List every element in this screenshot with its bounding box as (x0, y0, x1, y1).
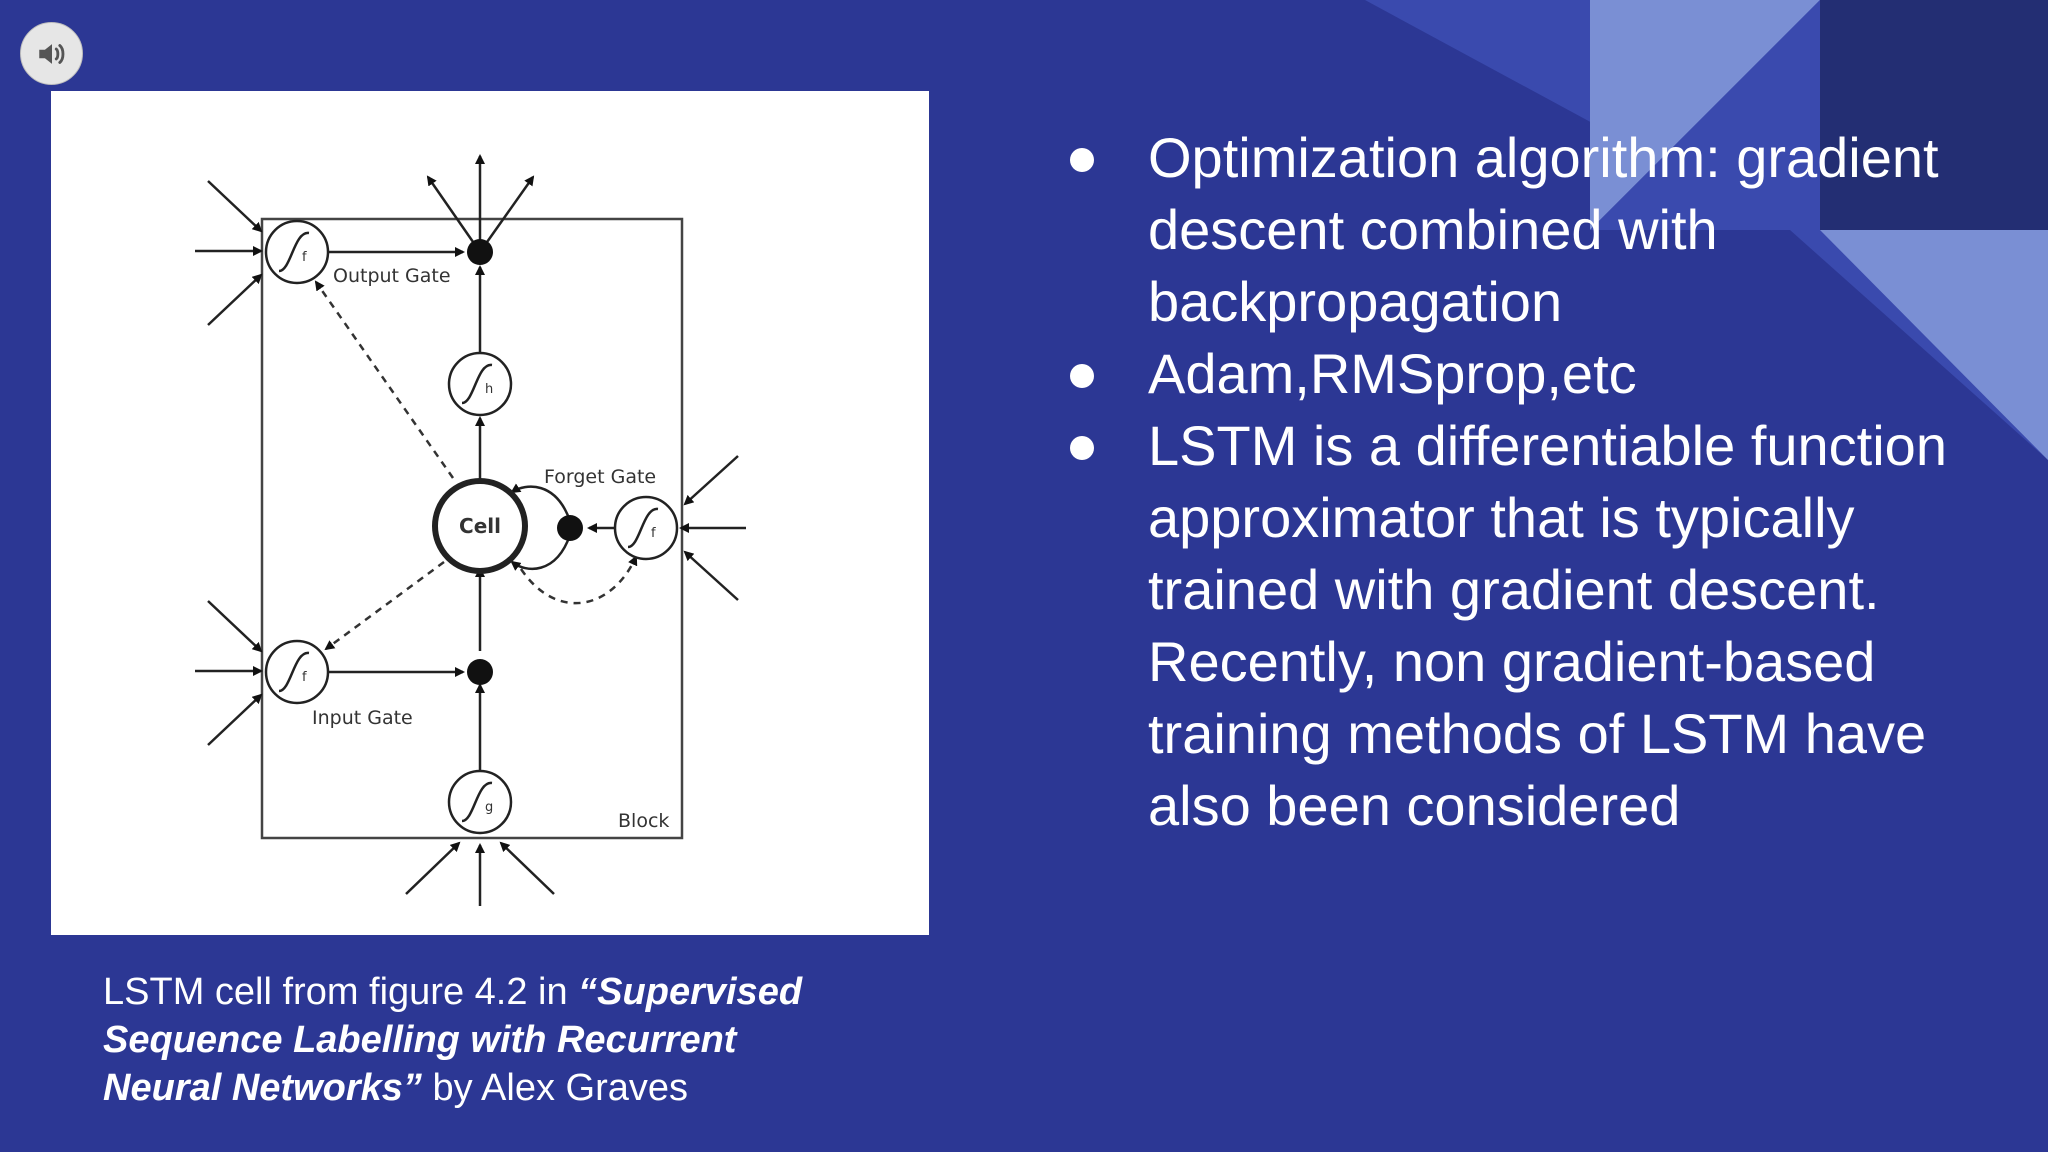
bullet-text: LSTM is a differentiable function approx… (1148, 414, 1947, 837)
f-forget-label: f (651, 526, 656, 541)
bullet-item: LSTM is a differentiable function approx… (1060, 410, 2020, 842)
bullet-text: Optimization algorithm: gradient descent… (1148, 126, 1939, 333)
input-product-dot (467, 659, 493, 685)
input-gate-node (264, 639, 330, 705)
figure-caption: LSTM cell from figure 4.2 in “Supervised… (103, 968, 863, 1112)
input-gate-label: Input Gate (312, 707, 413, 729)
cell-node (432, 478, 528, 574)
f-input-label: f (302, 670, 307, 685)
h-label: h (485, 382, 493, 397)
audio-button[interactable] (20, 22, 83, 85)
forget-gate-node (613, 495, 679, 561)
bullet-dot (1070, 436, 1094, 460)
bullet-dot (1070, 364, 1094, 388)
block-label: Block (618, 810, 669, 832)
lstm-diagram: f h f g f Output Gate Forget Gate Input … (51, 91, 929, 935)
bullet-list: Optimization algorithm: gradient descent… (1060, 122, 2020, 842)
forget-product-dot (557, 515, 583, 541)
g-squash-node (447, 769, 513, 835)
output-gate-label: Output Gate (333, 265, 451, 287)
g-label: g (485, 800, 493, 815)
f-output-label: f (302, 250, 307, 265)
h-squash-node (447, 351, 513, 417)
caption-prefix: LSTM cell from figure 4.2 in (103, 971, 579, 1013)
bullet-item: Adam,RMSprop,etc (1060, 338, 2020, 410)
forget-gate-label: Forget Gate (544, 466, 656, 488)
output-product-dot (467, 239, 493, 265)
speaker-icon (38, 43, 64, 64)
bullet-item: Optimization algorithm: gradient descent… (1060, 122, 2020, 338)
caption-suffix: by Alex Graves (421, 1067, 689, 1109)
cell-label: Cell (459, 514, 501, 538)
output-gate-node (264, 219, 330, 285)
bullet-text: Adam,RMSprop,etc (1148, 342, 1637, 405)
bullet-dot (1070, 148, 1094, 172)
caption-title: “Supervised Sequence Labelling with Recu… (103, 971, 803, 1109)
